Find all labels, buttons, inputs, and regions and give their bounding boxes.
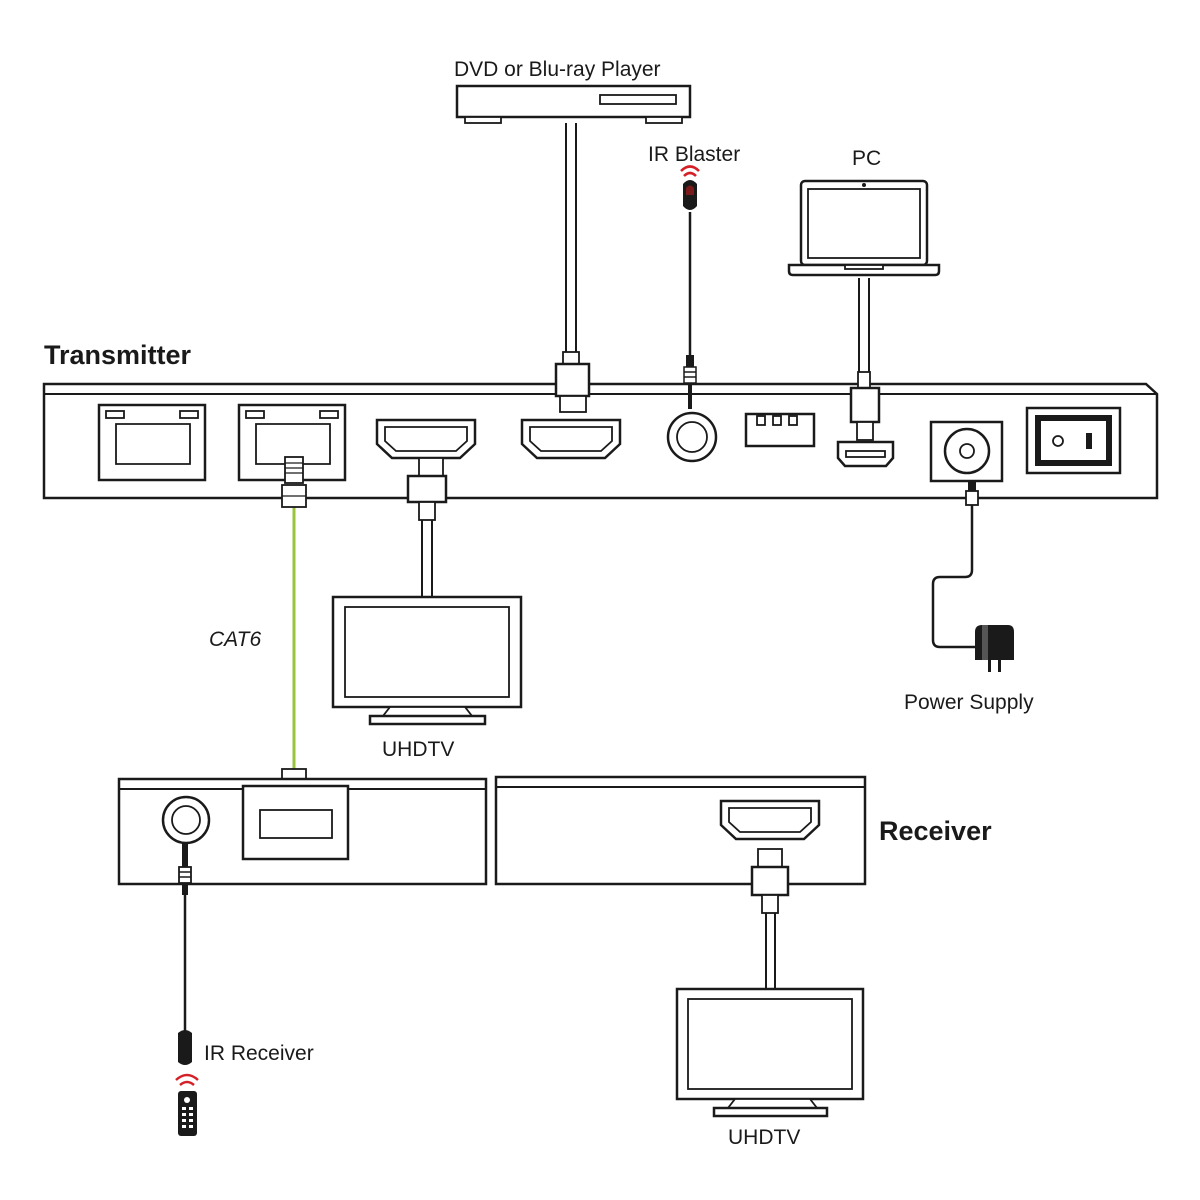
disc-player-icon: [455, 84, 692, 124]
ir-signal-icon: [680, 165, 700, 177]
hdmi-port-icon: [375, 418, 477, 460]
ir-jack-icon: [161, 795, 211, 845]
receiver-heading: Receiver: [879, 816, 992, 846]
tv-icon: [331, 595, 523, 726]
uhdtv-tx-label: UHDTV: [382, 738, 454, 761]
ir-receiver-cable: [178, 843, 192, 1065]
power-switch-icon: [1025, 406, 1122, 475]
usb-port-icon: [744, 412, 816, 448]
pc-label: PC: [852, 147, 881, 170]
ir-blaster-label: IR Blaster: [648, 143, 740, 166]
rj45-plug-icon: [281, 456, 307, 508]
cat6-label: CAT6: [209, 628, 261, 651]
dc-power-jack-icon: [929, 420, 1004, 483]
ethernet-port-icon: [241, 784, 350, 861]
laptop-icon: [787, 179, 941, 277]
usb-cable: [849, 278, 881, 441]
transmitter-heading: Transmitter: [44, 340, 192, 370]
hdmi-cable: [406, 457, 448, 596]
ir-blaster-icon: [683, 180, 697, 210]
tv-icon: [675, 987, 865, 1118]
ir-blaster-cable: [683, 212, 697, 409]
hdmi-port-icon: [520, 418, 622, 460]
power-cable: [931, 481, 979, 649]
power-supply-label: Power Supply: [904, 691, 1034, 714]
ir-jack-icon: [666, 411, 718, 463]
uhdtv-rx-label: UHDTV: [728, 1126, 800, 1149]
hdmi-port-icon: [719, 799, 821, 841]
power-adapter-icon: [975, 625, 1014, 672]
micro-usb-port-icon: [836, 440, 895, 468]
dvd-player-label: DVD or Blu-ray Player: [454, 58, 661, 81]
ir-signal-icon: [175, 1073, 199, 1086]
remote-control-icon: [178, 1091, 197, 1136]
ir-receiver-label: IR Receiver: [204, 1042, 314, 1065]
hdmi-cable: [750, 848, 790, 988]
hdmi-cable: [554, 123, 591, 413]
ethernet-port-icon: [97, 403, 207, 482]
